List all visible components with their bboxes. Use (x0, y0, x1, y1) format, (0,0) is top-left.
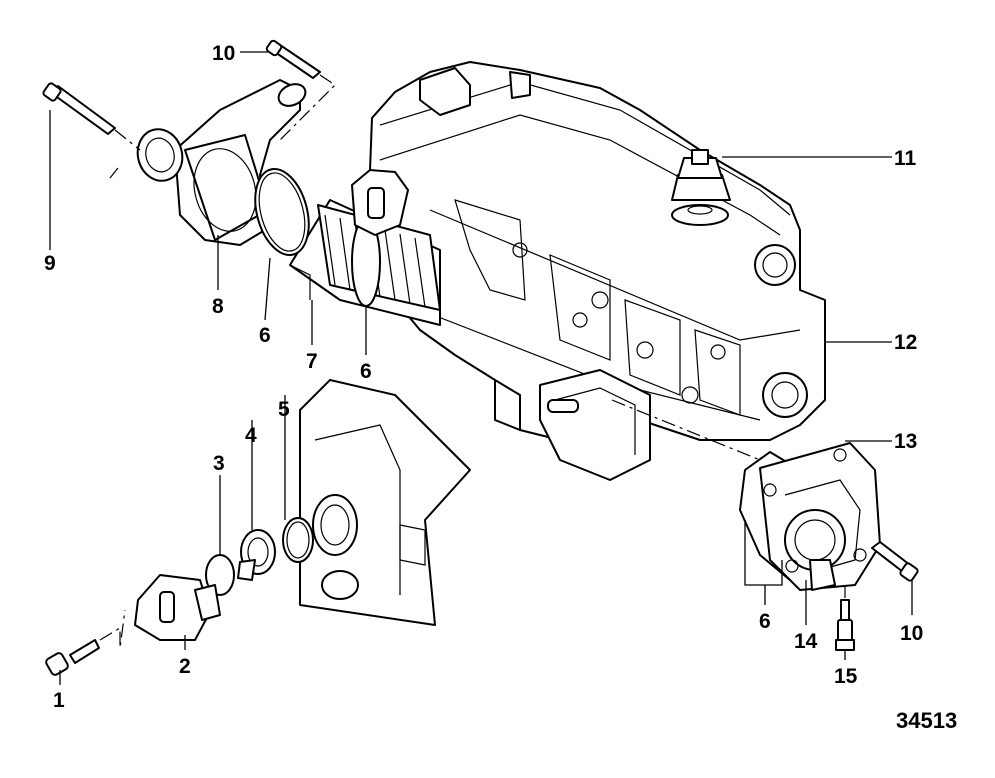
elbow-fitting (136, 79, 307, 246)
callout-6-middle: 6 (360, 360, 372, 383)
inset-detail (299, 379, 471, 626)
figure-number: 34513 (896, 708, 957, 733)
callout-5: 5 (278, 398, 290, 421)
bolt-long (42, 82, 116, 135)
callout-6-upper: 6 (259, 324, 271, 347)
callout-14: 14 (794, 630, 818, 653)
callout-8: 8 (212, 295, 224, 318)
tube-bundle (289, 199, 441, 326)
bolt-top (265, 39, 321, 79)
callout-9: 9 (44, 252, 56, 275)
callout-labels: 10 9 8 6 7 6 11 12 13 5 4 3 2 1 6 14 10 … (44, 42, 957, 733)
callout-13: 13 (894, 430, 917, 453)
callout-3: 3 (213, 452, 225, 475)
callout-2: 2 (179, 655, 191, 678)
end-cover-right (739, 442, 881, 591)
callout-7: 7 (306, 350, 318, 373)
callout-11: 11 (894, 147, 917, 170)
zinc-anode (237, 529, 276, 581)
leader-lines (49, 51, 913, 685)
callout-4: 4 (245, 424, 257, 447)
end-cap-upper (351, 169, 409, 236)
callout-1: 1 (53, 689, 65, 712)
drain-fitting (835, 599, 855, 651)
callout-12: 12 (894, 331, 917, 354)
callout-10-top: 10 (212, 42, 235, 65)
bolt-right (871, 541, 919, 582)
pressure-cap (671, 149, 731, 226)
o-ring-5 (282, 517, 314, 563)
screw-1 (45, 639, 100, 676)
callout-10-right: 10 (900, 622, 923, 645)
callout-6-lower: 6 (759, 610, 771, 633)
heat-exchanger-body (369, 61, 826, 481)
callout-15: 15 (834, 665, 858, 688)
end-cap-lower (134, 574, 221, 641)
